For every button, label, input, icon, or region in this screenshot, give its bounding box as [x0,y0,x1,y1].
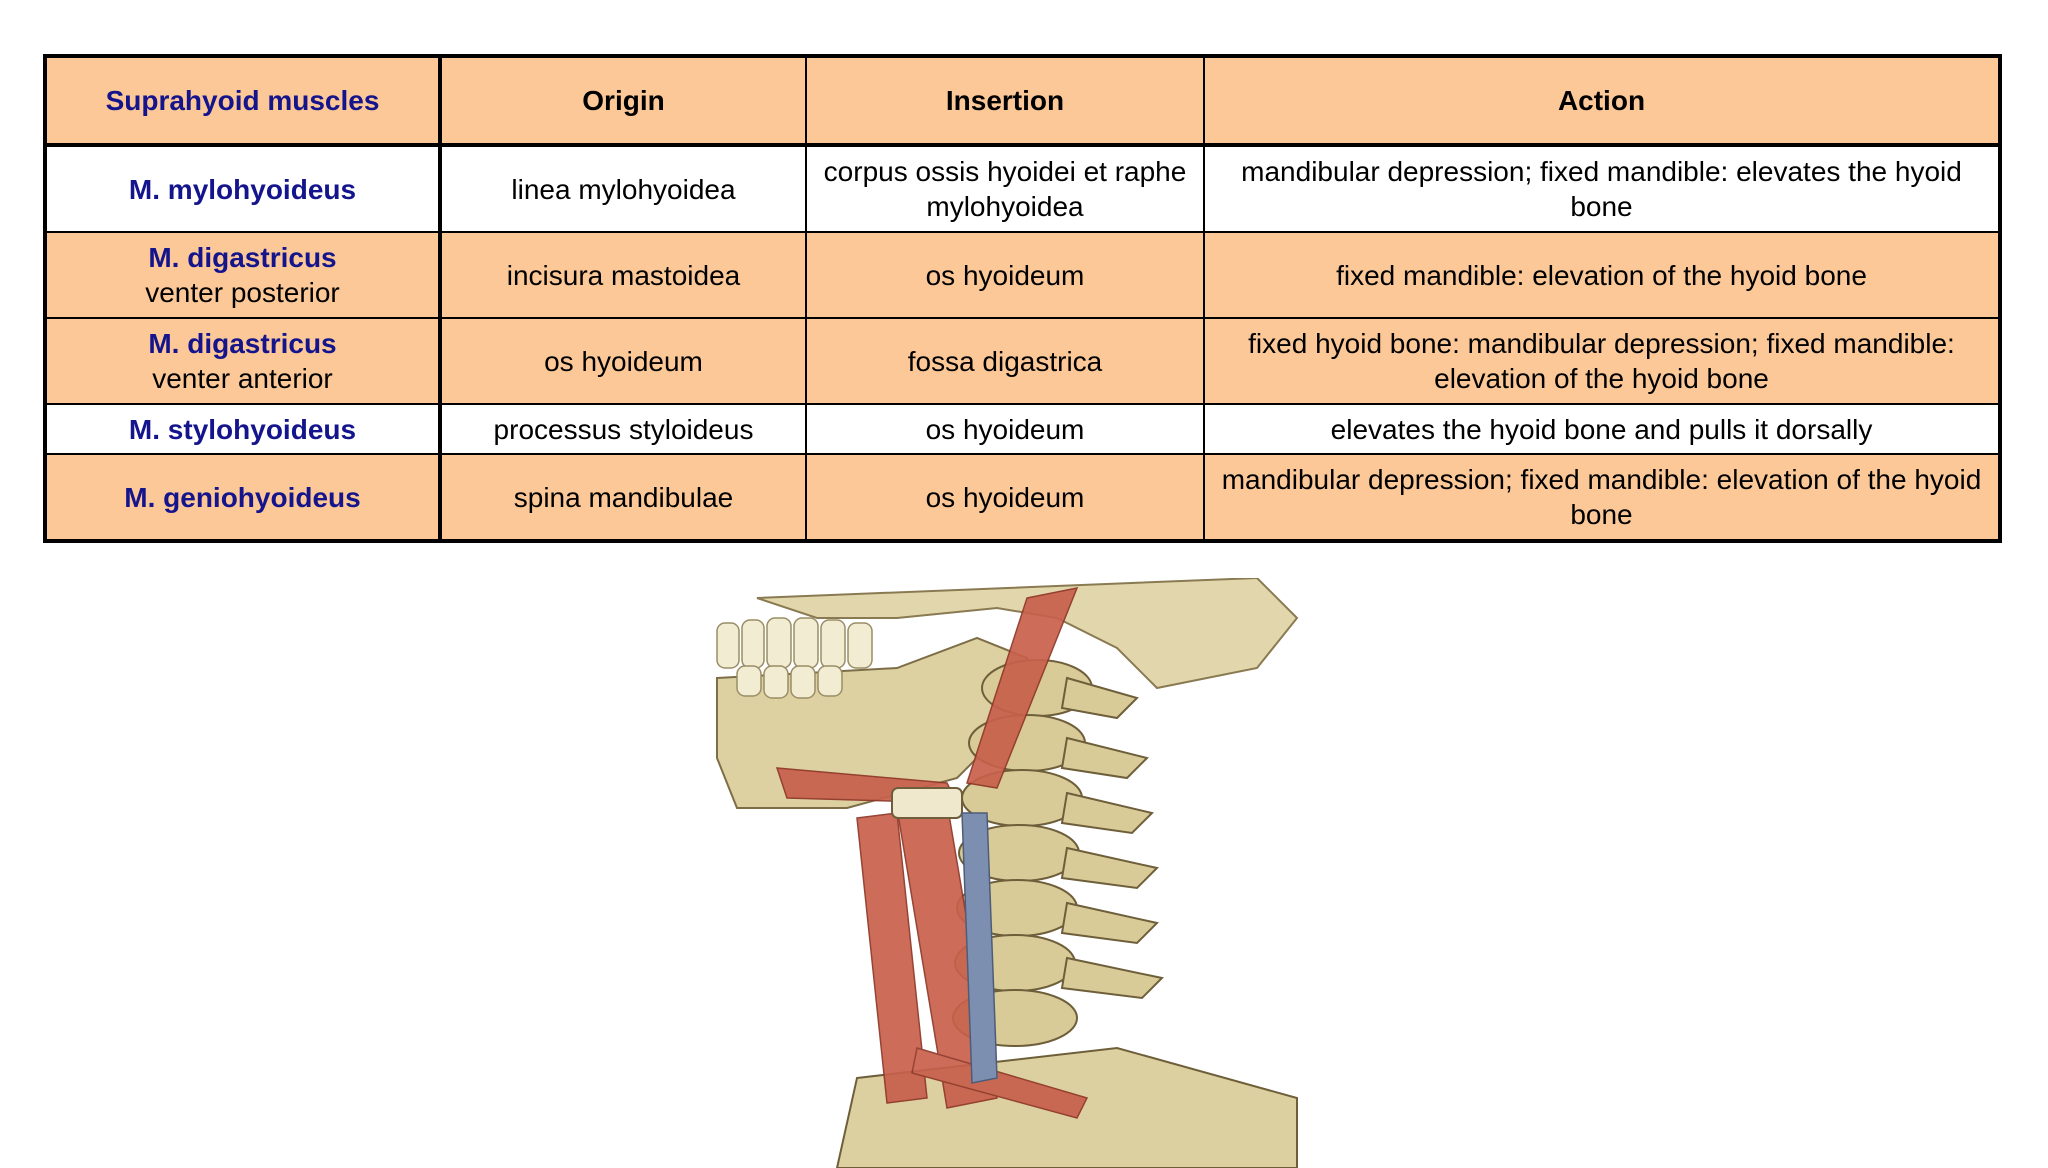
insertion-cell: os hyoideum [805,453,1205,543]
table-row: M. mylohyoideus linea mylohyoidea corpus… [43,144,2002,233]
suprahyoid-muscles-table: Suprahyoid muscles Origin Insertion Acti… [43,54,2002,543]
table-header-row: Suprahyoid muscles Origin Insertion Acti… [43,54,2002,147]
neck-anatomy-illustration [716,578,1299,1168]
origin-cell: spina mandibulae [439,453,807,543]
muscle-cell: M. digastricus venter posterior [43,231,442,319]
trachea-shape [961,812,998,1084]
insertion-cell: os hyoideum [805,231,1205,319]
insertion-cell: fossa digastrica [805,317,1205,405]
insertion-cell: os hyoideum [805,403,1205,455]
table-row: M. geniohyoideus spina mandibulae os hyo… [43,453,2002,543]
origin-cell: incisura mastoidea [439,231,807,319]
action-cell: fixed mandible: elevation of the hyoid b… [1203,231,2002,319]
muscle-cell: M. stylohyoideus [43,403,442,455]
action-cell: fixed hyoid bone: mandibular depression;… [1203,317,2002,405]
hyoid-bone-shape [891,787,963,819]
muscle-subtitle: venter posterior [145,277,340,308]
muscle-cell: M. mylohyoideus [43,144,442,233]
muscle-name: M. stylohyoideus [128,413,357,445]
skull-shape [756,578,1299,690]
muscle-cell: M. digastricus venter anterior [43,317,442,405]
muscle-name: M. digastricus [148,328,337,359]
origin-cell: os hyoideum [439,317,807,405]
table-row: M. digastricus venter posterior incisura… [43,231,2002,319]
action-cell: elevates the hyoid bone and pulls it dor… [1203,403,2002,455]
muscle-subtitle: venter anterior [152,363,333,394]
table-row: M. stylohyoideus processus styloideus os… [43,403,2002,455]
header-suprahyoid-muscles: Suprahyoid muscles [43,54,442,147]
neck-muscles [775,586,1089,1119]
muscle-name: M. mylohyoideus [128,173,357,205]
header-insertion: Insertion [805,54,1205,147]
muscle-cell: M. geniohyoideus [43,453,442,543]
teeth [716,617,873,699]
table-row: M. digastricus venter anterior os hyoide… [43,317,2002,405]
action-cell: mandibular depression; fixed mandible: e… [1203,453,2002,543]
header-action: Action [1203,54,2002,147]
origin-cell: linea mylohyoidea [439,144,807,233]
insertion-cell: corpus ossis hyoidei et raphe mylohyoide… [805,144,1205,233]
muscle-name: M. digastricus [148,242,337,273]
action-cell: mandibular depression; fixed mandible: e… [1203,144,2002,233]
muscle-name: M. geniohyoideus [124,481,361,513]
origin-cell: processus styloideus [439,403,807,455]
header-origin: Origin [439,54,807,147]
